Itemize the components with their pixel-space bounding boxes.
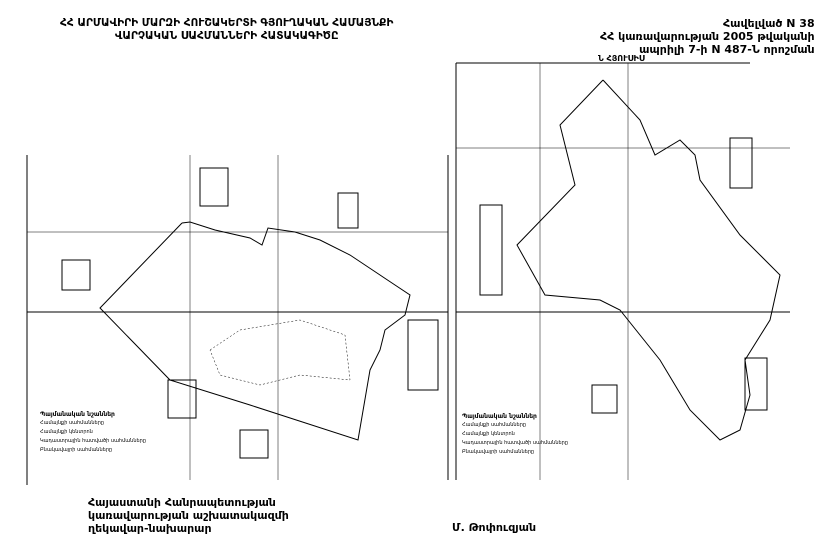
coordinate-table <box>407 319 439 391</box>
coordinate-table <box>479 204 503 296</box>
title-line-2: ՎԱՐՉԱԿԱՆ ՍԱՀՄԱՆՆԵՐԻ ՀԱՏԱԿԱԳԻԾԸ <box>114 30 339 42</box>
legend-item: Համայնքի կենտրոն <box>462 431 515 437</box>
legend-item: Բնակավայրի սահմանները <box>40 447 113 453</box>
coordinate-table <box>337 192 359 229</box>
legend: Պայմանական նշաններ Համայնքի սահմանները Հ… <box>40 410 146 455</box>
community-boundary <box>516 79 781 441</box>
document-title: ՀՀ ԱՐՄԱՎԻՐԻ ՄԱՐԶԻ ՀՈՒՇԱԿԵՐՏԻ ԳՅՈՒՂԱԿԱՆ Հ… <box>60 17 393 43</box>
right-map <box>455 62 790 480</box>
coordinate-table <box>239 429 269 459</box>
signer-name: Մ. Թոփուզյան <box>452 521 537 534</box>
settlement-boundary <box>209 319 351 386</box>
legend-item: Բնակավայրի սահմանները <box>462 449 535 455</box>
legend-item: Համայնքի կենտրոն <box>40 429 93 435</box>
legend-right: Պայմանական նշաններ Համայնքի սահմանները Հ… <box>462 412 568 457</box>
legend-title: Պայմանական նշաններ <box>40 411 115 418</box>
sign-line-1: Հայաստանի Հանրապետության <box>88 496 276 509</box>
coordinate-table <box>167 379 197 419</box>
coordinate-table <box>729 137 753 189</box>
annex-line-2: ՀՀ կառավարության 2005 թվականի <box>600 30 815 43</box>
title-line-1: ՀՀ ԱՐՄԱՎԻՐԻ ՄԱՐԶԻ ՀՈՒՇԱԿԵՐՏԻ ԳՅՈՒՂԱԿԱՆ Հ… <box>60 17 394 29</box>
coordinate-table <box>591 384 618 414</box>
signature-block: Հայաստանի Հանրապետության կառավարության ա… <box>88 496 289 535</box>
annex-line-1: Հավելված N 38 <box>723 17 815 30</box>
annex-reference: Հավելված N 38 ՀՀ կառավարության 2005 թվակ… <box>600 17 815 56</box>
coordinate-table <box>199 167 229 207</box>
legend-item: Համայնքի սահմանները <box>40 420 105 426</box>
legend-title: Պայմանական նշաններ <box>462 413 537 420</box>
community-boundary <box>99 221 411 441</box>
legend-item: Կադաստրային հատվածի սահմանները <box>40 438 146 444</box>
coordinate-table <box>744 357 768 411</box>
left-map <box>26 155 449 485</box>
legend-item: Համայնքի սահմանները <box>462 422 527 428</box>
north-label: Ն ՀՅՈՒՍԻՍ <box>598 54 645 63</box>
sign-line-2: կառավարության աշխատակազմի <box>88 509 289 522</box>
legend-item: Կադաստրային հատվածի սահմանները <box>462 440 568 446</box>
annex-line-3: ապրիլի 7-ի N 487-Ն որոշման <box>639 43 815 56</box>
coordinate-table <box>61 259 91 291</box>
sign-line-3: ղեկավար-նախարար <box>88 522 212 535</box>
